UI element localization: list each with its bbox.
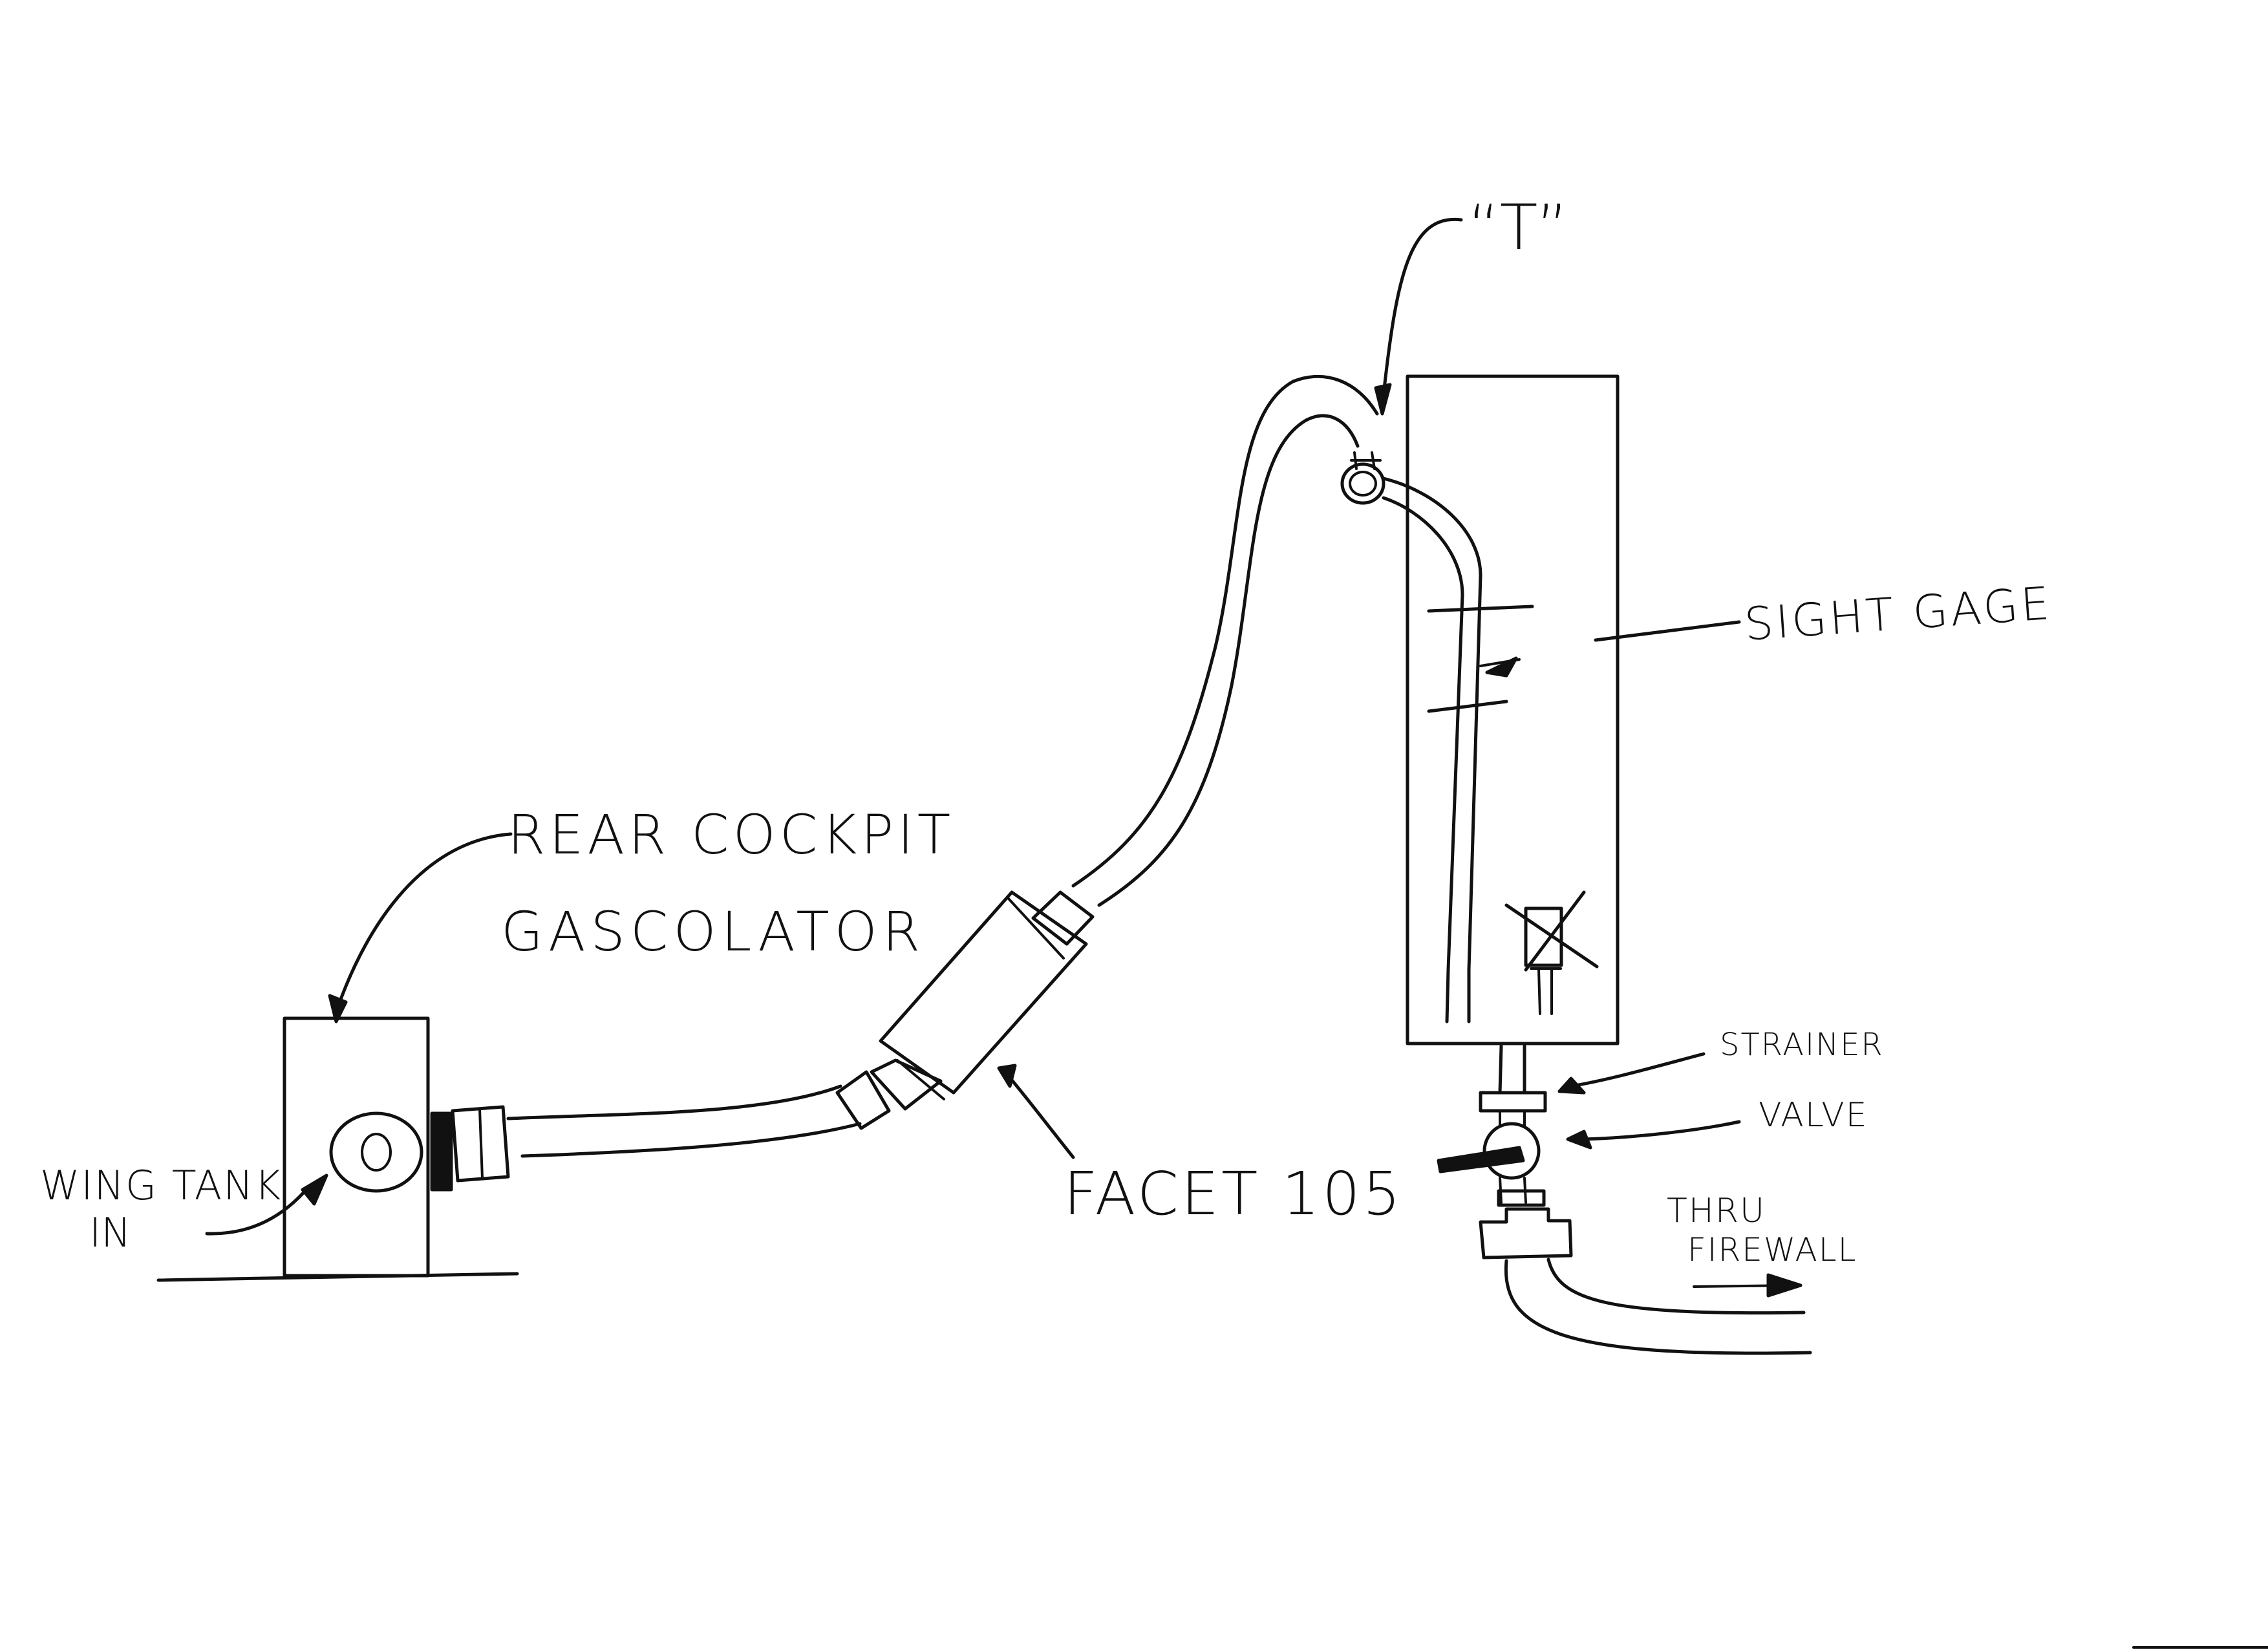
- label-facet: FACET 105: [1064, 1159, 1403, 1228]
- leader-lines: [205, 217, 1803, 1298]
- label-wing-tank-line2: IN: [89, 1209, 131, 1256]
- sight-gage-panel: [1382, 374, 1620, 1045]
- label-wing-tank-line1: WING TANK: [40, 1162, 282, 1209]
- label-thru-line2: FIREWALL: [1687, 1231, 1857, 1269]
- label-tee: “T”: [1468, 191, 1568, 264]
- labels: “T” SIGHT GAGE REAR COCKPIT GASCOLATOR W…: [40, 191, 2053, 1269]
- label-gascolator-line2: GASCOLATOR: [501, 900, 925, 963]
- tee-fitting: [1340, 451, 1385, 505]
- label-valve: VALVE: [1759, 1096, 1868, 1135]
- facet-105-pump: [870, 890, 1095, 1111]
- gascolator: [156, 1016, 519, 1282]
- fuel-hose-pump-to-tee: [1071, 374, 1379, 907]
- label-thru-line1: THRU: [1667, 1192, 1766, 1230]
- fuel-hose-gascolator-to-pump: [506, 1070, 891, 1158]
- label-strainer: STRAINER: [1720, 1027, 1884, 1063]
- label-gascolator-line1: REAR COCKPIT: [508, 803, 954, 866]
- label-sight-gage: SIGHT GAGE: [1742, 577, 2053, 651]
- outlet-assembly: [1437, 1044, 1812, 1355]
